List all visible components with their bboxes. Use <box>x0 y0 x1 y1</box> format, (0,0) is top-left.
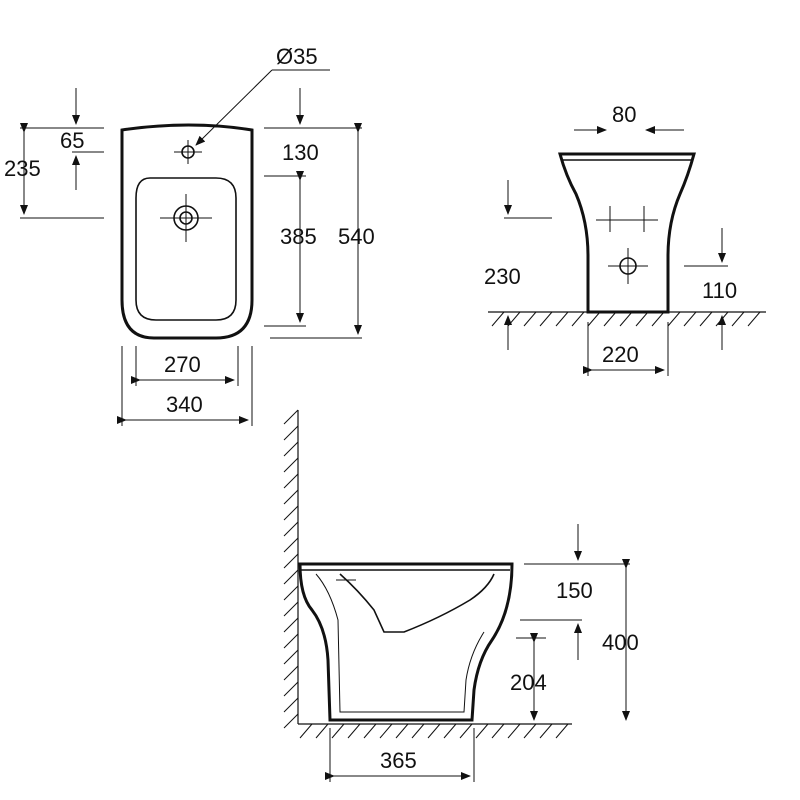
dim-80-label: 80 <box>612 102 636 127</box>
front-drain-hole-icon <box>608 248 648 284</box>
dim-220-label: 220 <box>602 342 639 367</box>
side-view-bowl <box>339 573 495 633</box>
dim-130-label: 130 <box>282 140 319 165</box>
side-floor-hatch <box>299 723 569 739</box>
tap-hole-icon <box>174 140 202 164</box>
dim-150-label: 150 <box>556 578 593 603</box>
dim-235-label: 235 <box>4 156 41 181</box>
drain-hole-icon <box>160 194 212 242</box>
side-view-outline <box>298 562 514 722</box>
front-view-outline <box>558 152 696 314</box>
dim-204-label: 204 <box>510 670 547 695</box>
front-tap-holes-icon <box>596 206 658 232</box>
dim-340-label: 340 <box>166 392 203 417</box>
front-view: 80 230 110 220 <box>484 102 766 376</box>
floor-hatch <box>491 311 761 327</box>
dim-270-label: 270 <box>164 352 201 377</box>
side-view: 150 400 204 365 <box>283 409 639 782</box>
dim-110-label: 110 <box>702 278 737 303</box>
dim-540-label: 540 <box>338 224 375 249</box>
dim-365-label: 365 <box>380 748 417 773</box>
dim-400-label: 400 <box>602 630 639 655</box>
top-view-outline <box>120 123 254 340</box>
top-view-bowl <box>135 177 237 321</box>
dim-385-label: 385 <box>280 224 317 249</box>
dim-diameter-label: Ø35 <box>276 44 318 69</box>
dim-230-label: 230 <box>484 264 521 289</box>
dim-65-label: 65 <box>60 128 84 153</box>
wall-hatch <box>283 409 299 729</box>
top-view: Ø35 65 235 130 385 540 270 <box>4 44 375 426</box>
